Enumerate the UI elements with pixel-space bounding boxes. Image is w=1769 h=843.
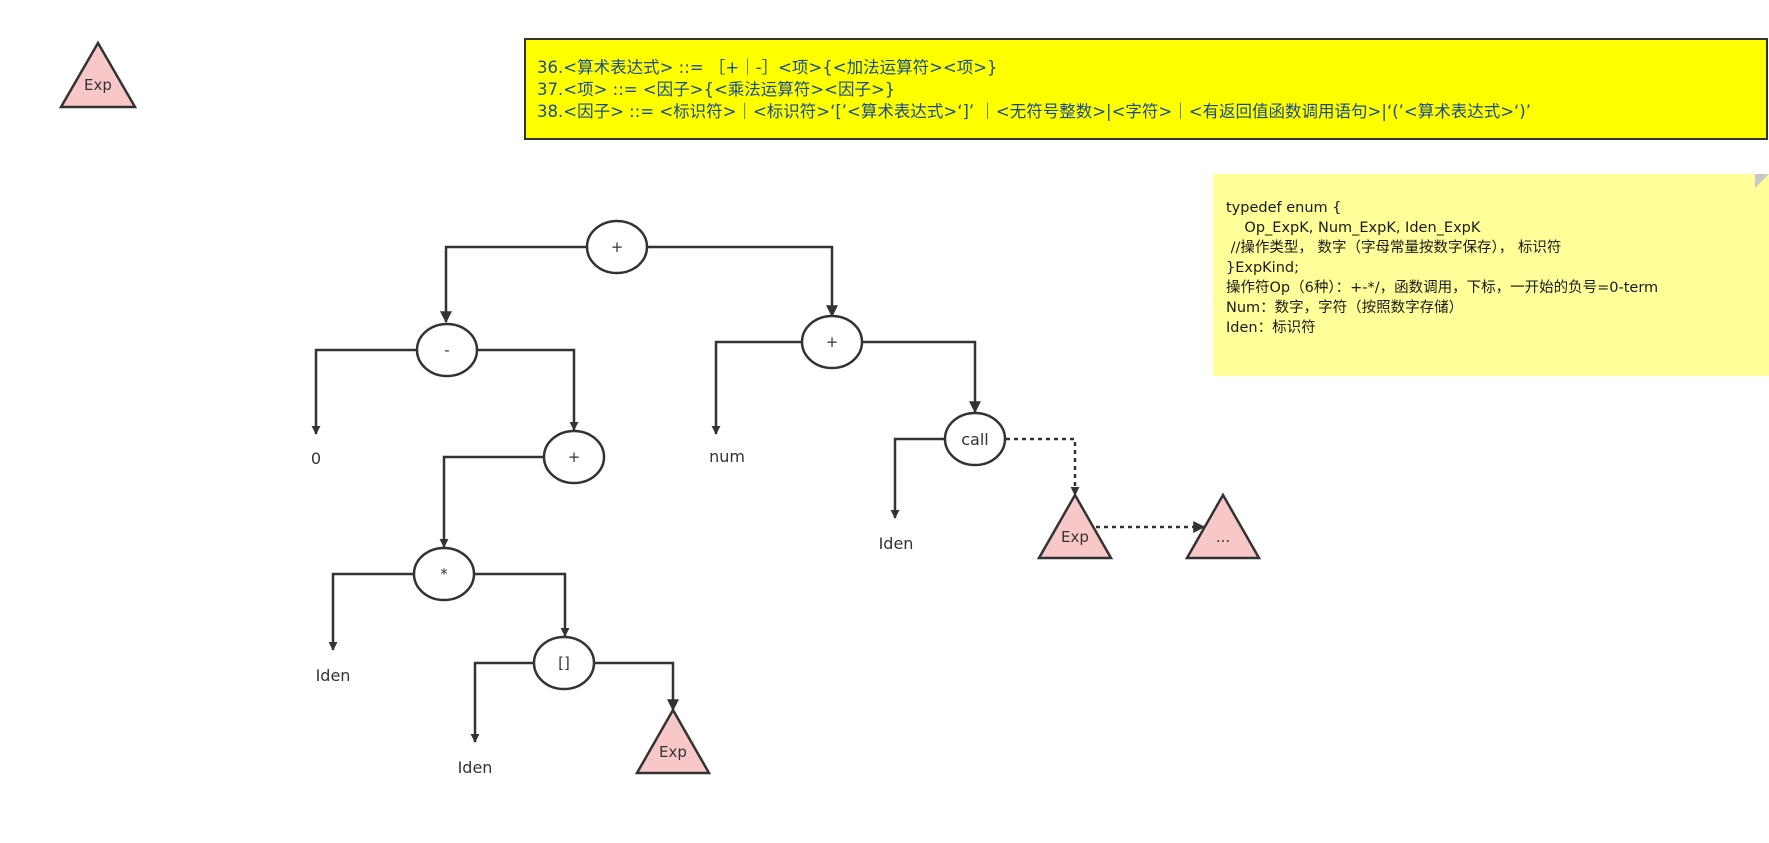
note-line: }ExpKind; [1226, 260, 1299, 276]
edge-index-exp [594, 661, 679, 712]
op-node-call: call [943, 411, 1007, 467]
op-node-shape [412, 546, 476, 602]
edge-minus-zero [311, 348, 417, 435]
leaf-iden-index: Iden [458, 758, 493, 777]
triangle-shape [1184, 492, 1262, 560]
edge-root-minus [440, 245, 587, 324]
edge-minus-plus [477, 348, 579, 431]
subtree-exp-index: Exp [634, 707, 712, 775]
legend-exp-triangle: Exp [58, 40, 138, 109]
edge-plus-call [861, 340, 981, 414]
leaf-num: num [709, 447, 745, 466]
note-corner-fold [1755, 174, 1769, 188]
op-label: * [440, 565, 448, 583]
op-node-minus: - [415, 322, 479, 378]
op-node-root-plus: + [585, 219, 649, 275]
op-label: + [826, 333, 839, 351]
legend-exp-label: Exp [84, 76, 112, 94]
note-line: //操作类型， 数字（字母常量按数字保存）， 标识符 [1226, 240, 1562, 256]
edge-mul-iden [328, 572, 415, 651]
op-label: + [568, 448, 581, 466]
op-label: call [961, 430, 989, 449]
op-label: [] [558, 654, 570, 672]
op-node-multiply: * [412, 546, 476, 602]
leaf-zero: 0 [311, 449, 321, 468]
sticky-note: typedef enum { Op_ExpK, Num_ExpK, Iden_E… [1213, 174, 1769, 376]
edge-call-iden [890, 437, 944, 519]
op-node-inner-plus: + [542, 429, 606, 485]
note-line: 操作符Op（6种）：+-*/，函数调用，下标，一开始的负号=0-term [1226, 280, 1659, 296]
note-line: Num：数字，字符（按照数字存储） [1226, 300, 1464, 316]
op-node-right-plus: + [800, 314, 864, 370]
subtree-ellipsis: ... [1184, 492, 1262, 560]
edge-plus-num [711, 340, 802, 435]
grammar-rule-37: 37.<项> ::= <因子>{<乘法运算符><因子>} [537, 80, 896, 99]
op-node-shape [943, 411, 1007, 467]
op-node-shape [415, 322, 479, 378]
triangle-shape [1036, 492, 1114, 560]
edge-index-iden [470, 661, 534, 743]
grammar-rules-box: 36.<算术表达式> ::= ［+｜-］<项>{<加法运算符><项>} 37.<… [524, 38, 1768, 140]
subtree-label: Exp [1061, 528, 1089, 546]
leaf-iden-mul: Iden [316, 666, 351, 685]
triangle-shape [634, 707, 712, 775]
edge-call-exp-dotted [1006, 437, 1080, 496]
edge-mul-index [474, 572, 570, 637]
note-line: Op_ExpK, Num_ExpK, Iden_ExpK [1226, 220, 1481, 236]
op-label: + [611, 238, 624, 256]
op-node-index: [] [532, 635, 596, 691]
edge-plus-mul [439, 455, 544, 548]
note-line: typedef enum { [1226, 200, 1342, 216]
op-label: - [444, 341, 449, 359]
note-line: Iden：标识符 [1226, 320, 1316, 336]
legend-triangle-shape [58, 40, 138, 109]
op-node-shape [542, 429, 606, 485]
subtree-exp-call: Exp [1036, 492, 1114, 560]
op-node-shape [532, 635, 596, 691]
grammar-rule-36: 36.<算术表达式> ::= ［+｜-］<项>{<加法运算符><项>} [537, 58, 998, 77]
subtree-label: Exp [659, 743, 687, 761]
op-node-shape [585, 219, 649, 275]
edge-root-plus [646, 245, 838, 318]
op-node-shape [800, 314, 864, 370]
grammar-rule-38: 38.<因子> ::= <标识符>｜<标识符>‘[’<算术表达式>‘]’ ｜<无… [537, 102, 1531, 121]
subtree-label: ... [1216, 528, 1230, 546]
leaf-iden-call: Iden [879, 534, 914, 553]
tree-edges [311, 245, 1206, 743]
